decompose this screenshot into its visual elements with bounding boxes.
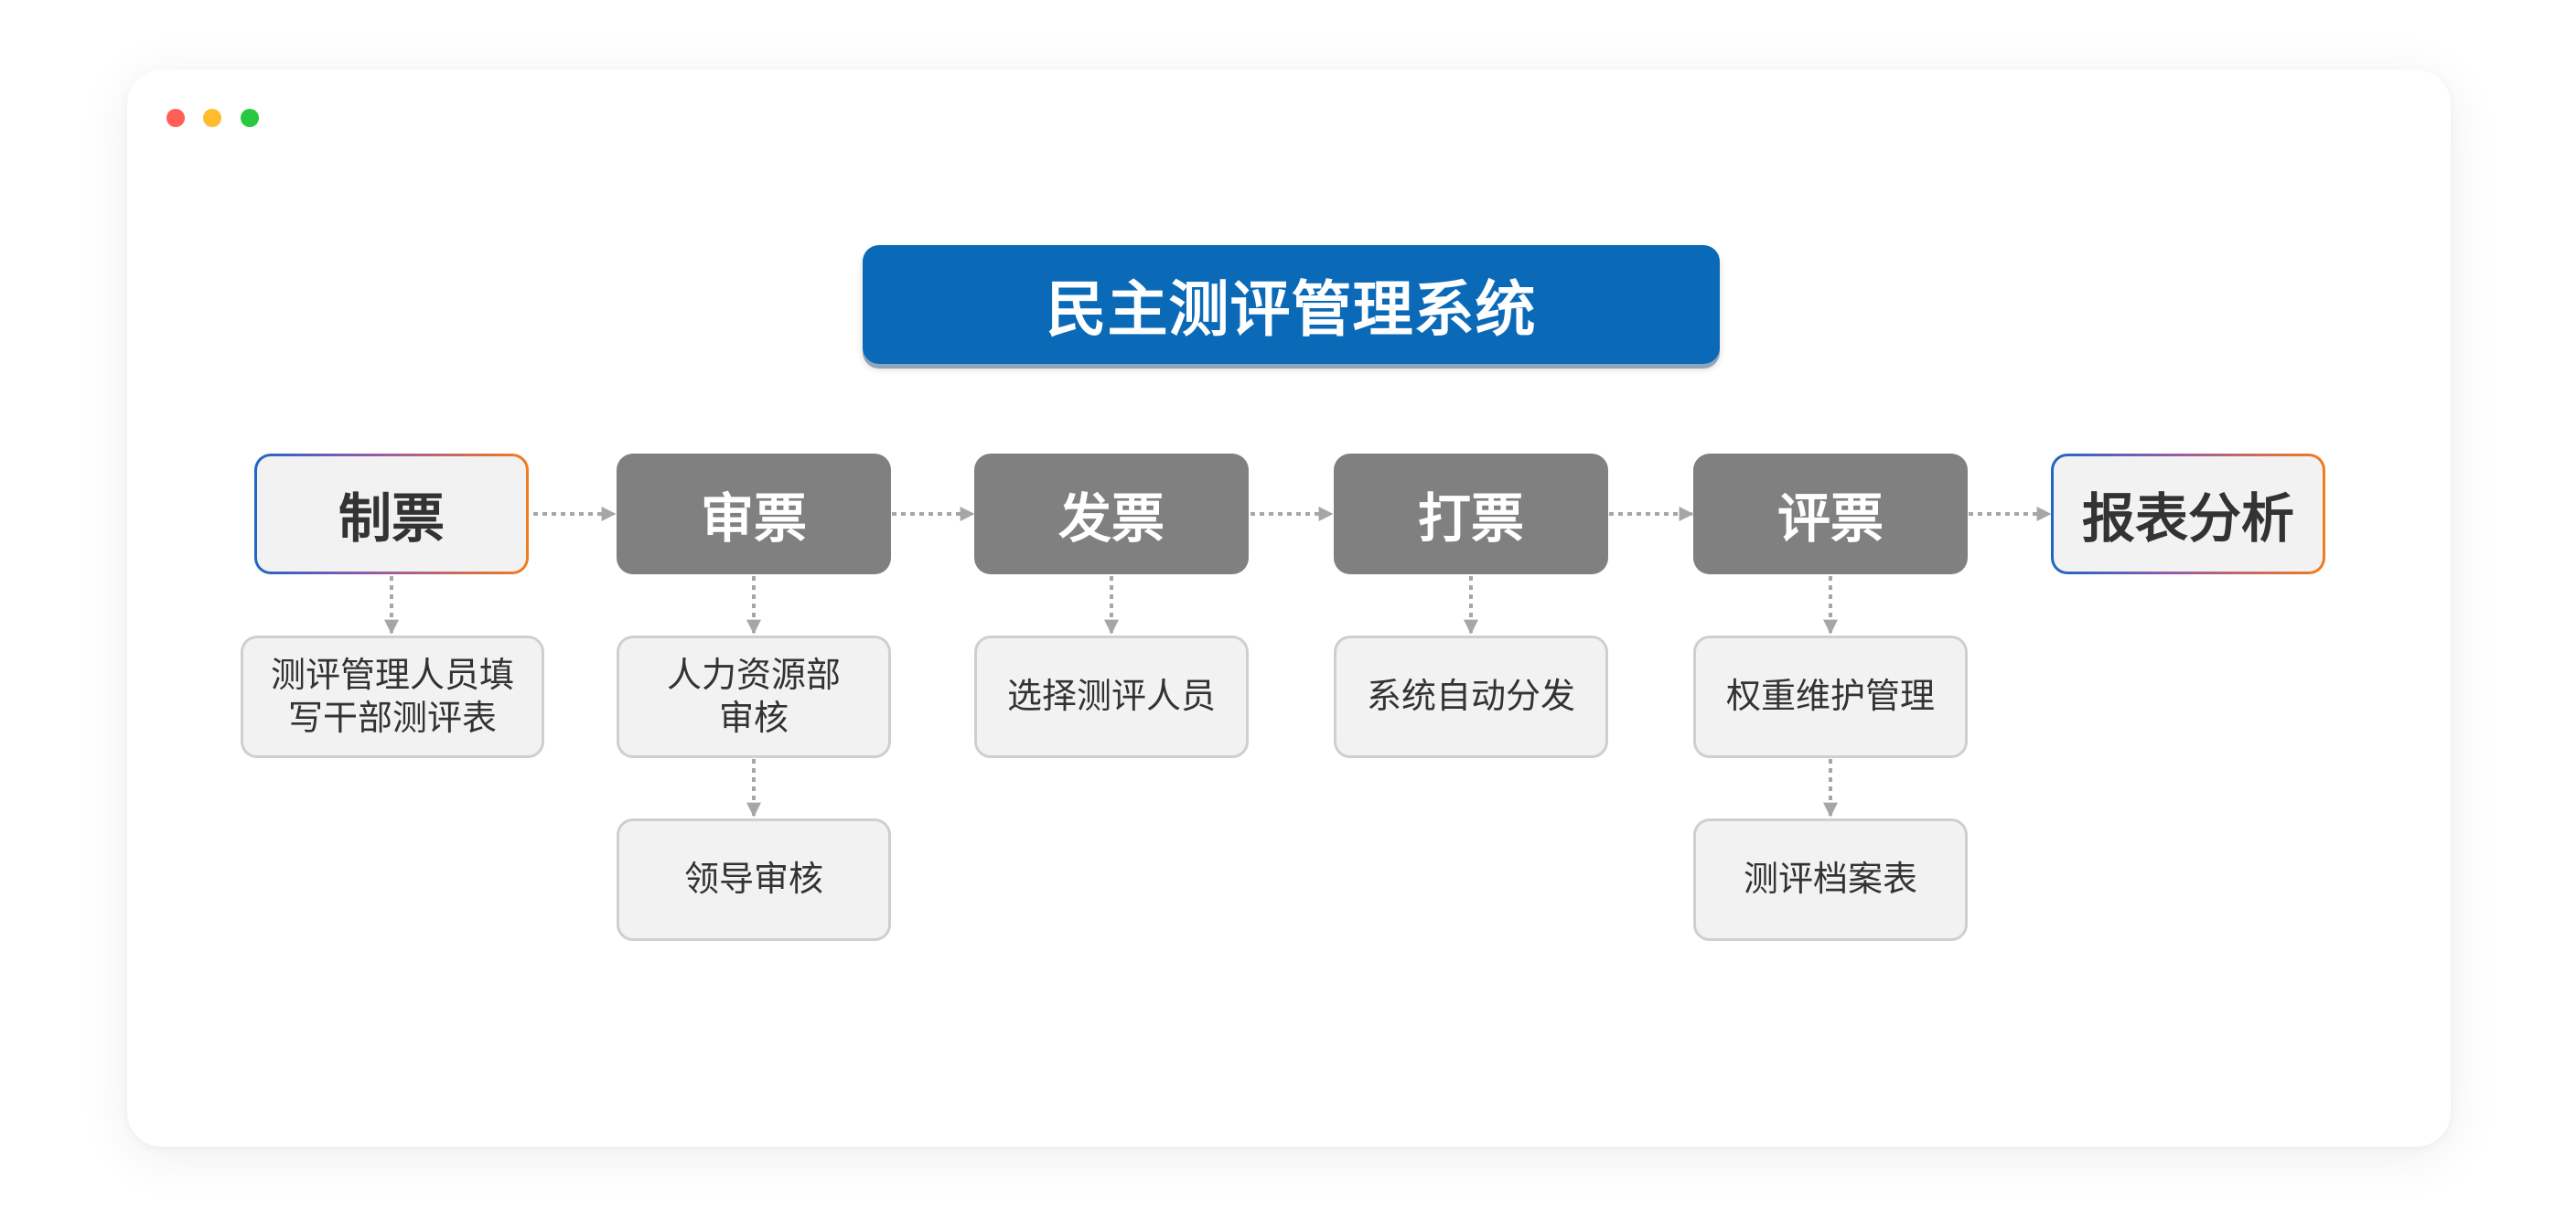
close-window-icon[interactable] [166, 109, 185, 127]
detail-dapiao: 系统自动分发 [1334, 636, 1608, 758]
detail-shenpiao-hr-line2: 审核 [718, 698, 789, 738]
stage-dapiao: 打票 [1334, 454, 1608, 574]
detail-zhipiao-line2: 写干部测评表 [287, 698, 497, 738]
app-window: 民主测评管理系统 制票 审票 发票 打票 评票 报表分析 测评管理人员填 写干部… [127, 70, 2451, 1147]
stage-fapiao: 发票 [974, 454, 1249, 574]
detail-shenpiao-hr-line1: 人力资源部 [666, 654, 841, 695]
detail-fapiao: 选择测评人员 [974, 636, 1249, 758]
detail-shenpiao-leader: 领导审核 [617, 818, 891, 941]
detail-pingpiao-archive: 测评档案表 [1693, 818, 1968, 941]
minimize-window-icon[interactable] [203, 109, 221, 127]
stage-baobiao: 报表分析 [2051, 454, 2325, 574]
detail-zhipiao: 测评管理人员填 写干部测评表 [241, 636, 544, 758]
detail-pingpiao-weight: 权重维护管理 [1693, 636, 1968, 758]
system-title: 民主测评管理系统 [863, 245, 1720, 364]
stage-zhipiao: 制票 [254, 454, 529, 574]
stage-shenpiao: 审票 [617, 454, 891, 574]
maximize-window-icon[interactable] [241, 109, 259, 127]
stage-pingpiao: 评票 [1693, 454, 1968, 574]
detail-shenpiao-hr: 人力资源部 审核 [617, 636, 891, 758]
connector-layer [384, 507, 2052, 818]
detail-zhipiao-line1: 测评管理人员填 [270, 654, 514, 695]
